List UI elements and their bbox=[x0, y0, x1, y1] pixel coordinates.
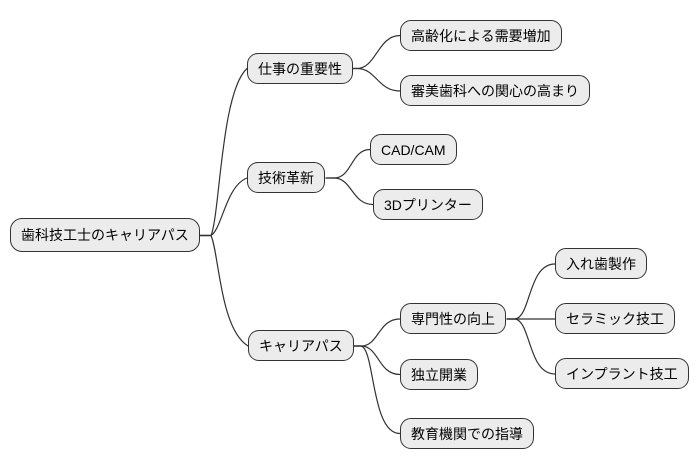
edge-career-education bbox=[352, 345, 401, 435]
edge-root-importance bbox=[195, 67, 248, 237]
mindmap-node-root: 歯科技工士のキャリアパス bbox=[10, 218, 200, 252]
mindmap-node-aesthetic: 審美歯科への関心の高まり bbox=[400, 75, 590, 106]
edge-innovation-cadcam bbox=[325, 148, 371, 179]
edge-innovation-printer3d bbox=[325, 177, 374, 206]
edge-career-specialization bbox=[352, 318, 401, 347]
mindmap-node-career: キャリアパス bbox=[248, 330, 354, 361]
edge-importance-aging bbox=[348, 34, 401, 70]
edge-specialization-implant bbox=[506, 318, 556, 375]
edge-importance-aesthetic bbox=[348, 67, 401, 92]
mindmap-node-implant: インプラント技工 bbox=[555, 358, 689, 389]
edge-root-innovation bbox=[195, 177, 248, 237]
mindmap-node-aging: 高齢化による需要増加 bbox=[400, 20, 562, 51]
mindmap-node-cadcam: CAD/CAM bbox=[370, 134, 457, 165]
mindmap-node-education: 教育機関での指導 bbox=[400, 418, 534, 449]
mindmap-node-importance: 仕事の重要性 bbox=[247, 53, 353, 84]
mindmap-node-independence: 独立開業 bbox=[400, 359, 478, 390]
edge-career-independence bbox=[352, 345, 401, 376]
mindmap-node-denture: 入れ歯製作 bbox=[555, 248, 647, 279]
mindmap-node-specialization: 専門性の向上 bbox=[400, 303, 506, 334]
edge-specialization-denture bbox=[506, 263, 556, 320]
edge-root-career bbox=[195, 234, 249, 347]
mindmap-node-innovation: 技術革新 bbox=[247, 162, 325, 193]
mindmap-node-printer3d: 3Dプリンター bbox=[373, 189, 483, 220]
mindmap-node-ceramic: セラミック技工 bbox=[555, 303, 675, 334]
